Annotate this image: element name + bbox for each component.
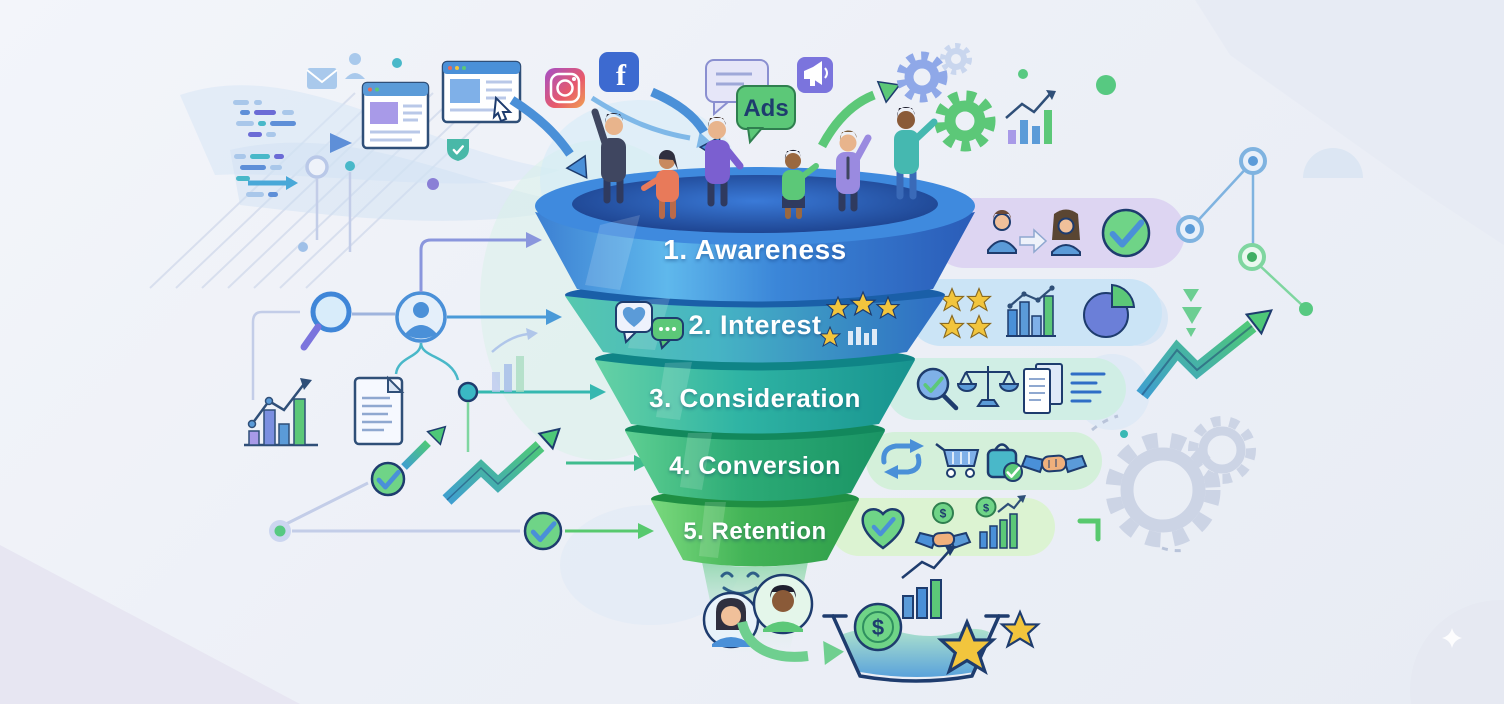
gear-icons [896, 43, 996, 152]
growth-arrow-icon [401, 425, 447, 470]
typing-bubble-icon [651, 317, 684, 350]
star-icons [939, 610, 1040, 673]
handshake-dollar-icon: $ [914, 502, 972, 550]
down-triangle-icons [1182, 289, 1202, 337]
pill-conversion [866, 432, 1102, 490]
user-icon [345, 53, 365, 79]
user-profile-icon [395, 291, 447, 343]
left-decor [233, 53, 654, 551]
person-6 [894, 106, 938, 200]
data-stream-dashes [233, 100, 296, 197]
dot-accent [392, 58, 402, 68]
cursor-icon [492, 95, 513, 123]
stage4-conversion [625, 431, 885, 501]
transfer-arrow-icon [1019, 228, 1048, 254]
heart-message-icon [615, 301, 653, 345]
node-circle [457, 381, 479, 403]
instagram-icon [545, 68, 585, 108]
dollar-sign: $ [872, 615, 884, 640]
pie-chart-icon [1083, 283, 1136, 338]
heart-check-icon [861, 508, 905, 550]
dollar-sign: $ [940, 507, 947, 521]
handshake-icon [1020, 454, 1088, 474]
user-bust-icon [987, 210, 1017, 254]
person-2 [641, 149, 679, 219]
loyalty-flow-arrow [737, 620, 844, 665]
dollar-coin-icon: $ [853, 602, 903, 652]
corner-bracket-icon [1077, 518, 1101, 542]
zigzag-growth-arrow-icon [442, 427, 561, 505]
facebook-f-glyph: f [616, 59, 627, 92]
facebook-icon: f [599, 52, 639, 92]
stage2-annotations [615, 291, 900, 350]
flow-arrow-purple [266, 133, 352, 153]
shopping-bag-check-icon [986, 443, 1023, 482]
dollar-sign: $ [983, 503, 989, 515]
megaphone-icon [797, 57, 833, 93]
check-circle-icon [523, 511, 563, 551]
bar-chart-trend-icon [244, 378, 318, 447]
ads-label: Ads [743, 95, 788, 122]
swap-arrows-icon [881, 439, 924, 479]
ghost-bar-chart-icon [491, 328, 538, 392]
right-decor [1077, 147, 1313, 553]
user-bust-icon [1051, 209, 1081, 256]
person-4 [782, 149, 819, 219]
scales-icon [956, 366, 1020, 407]
connector-nodes [298, 155, 439, 252]
stage-pointer-arrow-awareness [419, 232, 542, 292]
person-5 [836, 130, 872, 212]
document-icon [353, 375, 405, 446]
bar-line-chart-icon [1006, 285, 1056, 337]
check-circle-icon [1101, 208, 1151, 258]
ads-bubble-icon: Ads [736, 85, 796, 145]
value-basket-icon: $ [822, 602, 1040, 683]
magnifier-check-icon [916, 367, 959, 411]
email-icon [306, 68, 338, 89]
browser-window-icon [361, 81, 430, 150]
outline-gear-icons [1105, 416, 1256, 548]
growth-chart-icon [901, 546, 956, 619]
flow-arrow-teal [248, 176, 298, 190]
customer-avatar-man [752, 573, 814, 635]
person-3 [705, 116, 744, 207]
shield-check-icon [447, 139, 469, 161]
stage-pointer-arrow-interest [447, 309, 562, 325]
bottom-scene: $ [702, 546, 1040, 683]
check-circle-icon [370, 461, 406, 497]
stage5-retention [651, 500, 859, 567]
shopping-cart-icon [935, 443, 980, 478]
browser-window-cursor-icon [441, 60, 522, 124]
fork-connector [394, 342, 423, 375]
people-on-funnel [591, 106, 938, 219]
stage3-consideration [595, 360, 915, 434]
network-node-icons [1176, 147, 1313, 316]
mini-bar-chart-icon [848, 327, 877, 345]
stage-pointer-arrow-conversion [566, 455, 650, 471]
revenue-chart-icon: $ [975, 495, 1026, 549]
growth-bar-chart-icon [1005, 90, 1056, 144]
person-1 [591, 108, 626, 204]
funnel [535, 167, 975, 654]
sparkle-icon [1442, 628, 1462, 648]
stage2-interest [565, 296, 945, 363]
stage-pointer-arrow-retention [565, 523, 654, 539]
text-lines-icon [1070, 372, 1106, 403]
right-annotation-pills: $ $ [830, 198, 1185, 556]
documents-icon [1023, 363, 1063, 414]
zigzag-growth-arrow-icon [1136, 309, 1273, 400]
magnifier-icon [300, 291, 352, 351]
